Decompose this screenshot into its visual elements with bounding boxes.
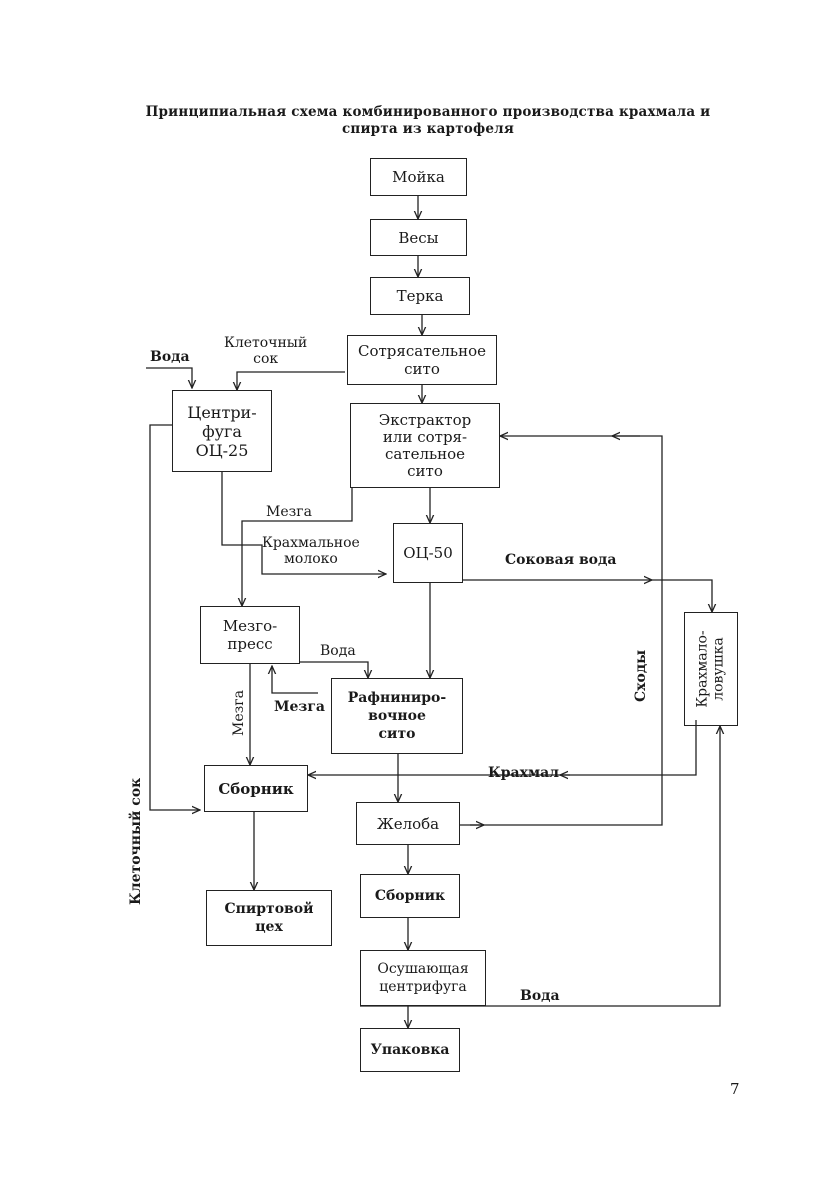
arrow-mezga-back [272, 666, 318, 694]
label-krahmalnoe-moloko: Крахмальное молоко [262, 535, 360, 567]
arrow-to-lovushka [652, 579, 712, 612]
arrow-sok-sbornik [149, 424, 200, 810]
diagram-title: Принципиальная схема комбинированного пр… [128, 104, 728, 138]
title-line-2: спирта из картофеля [341, 121, 515, 137]
box-sotryasatelnoe-sito: Сотрясательное сито [347, 335, 497, 385]
box-oc50: ОЦ-50 [393, 523, 463, 583]
label-kletochny-sok-vertical: Клеточный сок [128, 777, 144, 905]
label-sokovaya-voda: Соковая вода [505, 552, 617, 568]
box-terka: Терка [370, 277, 470, 315]
box-moika: Мойка [370, 158, 467, 196]
box-spirtovoy-ceh: Спиртовой цех [206, 890, 332, 946]
box-sbornik-2: Сборник [360, 874, 460, 918]
arrow-voda-centrifuga [146, 367, 192, 388]
label-mezga-vertical: Мезга [231, 690, 247, 736]
arrow-krahmal [308, 720, 697, 775]
box-osushayushaya-centrifuga: Осушающая центрифуга [360, 950, 486, 1006]
title-line-1: Принципиальная схема комбинированного пр… [145, 104, 711, 120]
label-mezga-mid: Мезга [274, 699, 325, 715]
box-ekstraktor: Экстрактор или сотря- сательное сито [350, 403, 500, 488]
arrow-voda-rafinir [300, 661, 368, 678]
box-upakovka: Упаковка [360, 1028, 460, 1072]
arrow-shody [460, 436, 663, 826]
kraxmalolovushka-label: Крахмало- ловушка [695, 630, 728, 708]
arrow-mezga-mezgopress [242, 488, 353, 606]
box-mezgopress: Мезго- пресс [200, 606, 300, 664]
box-centrifuga: Центри- фуга ОЦ-25 [172, 390, 272, 472]
label-mezga-top: Мезга [266, 504, 312, 520]
box-vesy: Весы [370, 219, 467, 256]
arrow-moloko-oc50 [221, 472, 386, 574]
box-sbornik-1: Сборник [204, 765, 308, 812]
label-voda-mid: Вода [320, 643, 356, 659]
label-kletochny-sok-top: Клеточный сок [224, 335, 308, 367]
arrow-voda-bottom [360, 726, 720, 1007]
label-voda-top: Вода [150, 349, 190, 365]
page-number: 7 [730, 1080, 740, 1098]
label-krahmal: Крахмал [488, 765, 560, 781]
label-shody: Сходы [633, 649, 649, 702]
box-kraxmalolovushka: Крахмало- ловушка [684, 612, 738, 726]
box-zheloba: Желоба [356, 802, 460, 845]
label-voda-bottom: Вода [520, 988, 560, 1004]
box-rafinir-sito: Рафниниро- вочное сито [331, 678, 463, 754]
arrow-sok-centrifuga [237, 371, 345, 390]
